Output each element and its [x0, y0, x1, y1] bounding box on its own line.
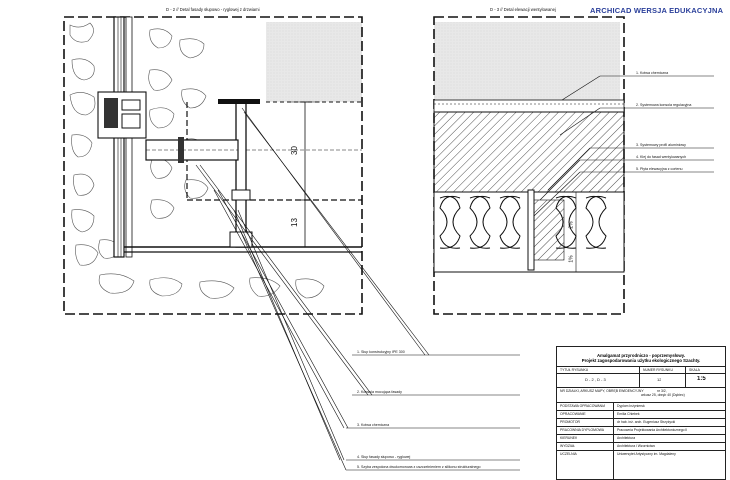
lbl-basis: PODSTAWA OPRACOWANIA — [560, 404, 606, 408]
lbl-field: KIERUNEK — [560, 436, 578, 440]
aluminium-profile — [527, 189, 535, 271]
callout-d3-4: 4. Klej do fasad wentylowanych — [636, 155, 687, 159]
callout-d3-3: 3. Systemowy profil aluminiowy — [636, 143, 686, 147]
hdr-title: TYTUŁ RYSUNKU — [560, 368, 589, 372]
callout-d3-5: 5. Płyta elewacyjna z cortenu — [636, 167, 683, 171]
callout-d2-1: 1. Słup konstrukcyjny IPE 300 — [357, 350, 405, 354]
hdr-scale: SKALA — [689, 368, 700, 372]
lbl-studio: PRACOWNIA DYPLOMOWA — [560, 428, 604, 432]
val-number: 12 — [657, 377, 662, 382]
dimension-right-2: 1% — [568, 255, 575, 263]
dimension-30: 30 — [289, 146, 299, 155]
detail-d2-frame — [63, 16, 363, 315]
val-plot-1: nr 3/2, — [657, 389, 667, 393]
callout-d3-2: 2. Systemowa konsola regulacyjna — [636, 103, 692, 107]
insulation-layer — [433, 111, 625, 193]
dimension-13: 13 — [289, 218, 299, 227]
detail-d3-title: D - 3 // Detal elewacji wentylowanej — [490, 7, 556, 12]
watermark: ARCHICAD WERSJA EDUKACYJNA — [590, 6, 724, 15]
hdr-number: NUMER RYSUNKU — [643, 368, 673, 372]
callout-d2-5: 5. Szyba zespolona dwukomorowa z uszczel… — [357, 465, 481, 469]
detail-d2 — [63, 16, 520, 471]
lbl-school: UCZELNIA — [560, 452, 577, 456]
detail-d2-title: D - 2 // Detal fasady słupowo - ryglowej… — [166, 7, 260, 12]
lbl-author: OPRACOWANIE — [560, 412, 586, 416]
leader-lines-d3 — [533, 75, 714, 217]
concrete-wall — [434, 22, 620, 100]
callout-d2-3: 3. Kotwa chemiczna — [357, 423, 390, 427]
val-promoter: dr hab. inż. arch. Eugeniusz Strzyżycki — [617, 420, 676, 424]
callout-d2-4: 4. Słup fasady słupowo - ryglowej — [357, 455, 411, 459]
val-school: Uniwersytet Artystyczny im. Magdaleny — [617, 452, 676, 456]
lbl-plot: NR DZIAŁKI, ARKUSZ MAPY, OBRĘB EWIDENCYJ… — [560, 389, 644, 393]
callout-d2-2: 2. Konsola mocująca fasady — [357, 390, 402, 394]
project-title-2: Projekt zagospodarowania użytku ekologic… — [581, 358, 701, 363]
callout-d3-1: 1. Kotwa chemiczna — [636, 71, 669, 75]
project-title-1: Amalgamat przyrodniczo - poprzemysłowy. — [596, 353, 686, 358]
val-title: D - 2 , D - 3 — [585, 377, 606, 382]
lbl-promoter: PROMOTOR — [560, 420, 580, 424]
val-field: Architektura — [617, 436, 636, 440]
val-faculty: Architektura i Wzornictwo — [617, 444, 656, 448]
title-block: Amalgamat przyrodniczo - poprzemysłowy. … — [556, 346, 726, 480]
dimension-right-1: 2% — [568, 221, 575, 229]
val-basis: Dyplom Inżynierski — [617, 404, 646, 408]
lbl-faculty: WYDZIAŁ — [560, 444, 576, 448]
val-studio: Pracownia Projektowania Architektoniczne… — [617, 428, 688, 432]
val-scale: 1:5 — [697, 376, 706, 382]
val-author: Emilia Chlebek — [617, 412, 640, 416]
val-plot-2: arkusz 25, obręb 40 (Dębiec) — [641, 393, 685, 397]
concrete-slab — [266, 22, 362, 102]
detail-d3 — [433, 16, 714, 315]
leader-lines-d2 — [195, 107, 520, 471]
